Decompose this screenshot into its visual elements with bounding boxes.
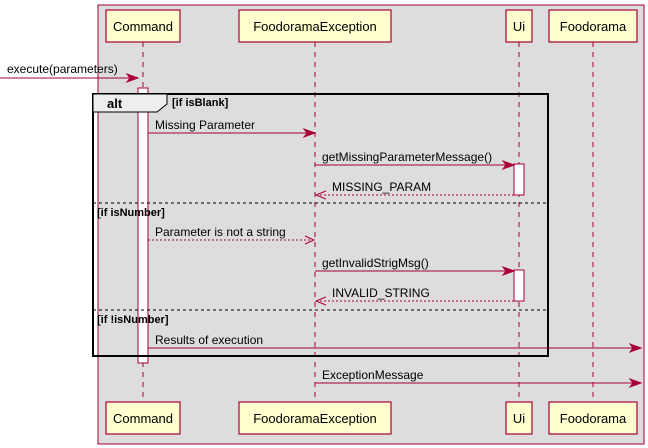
command-activation-bar xyxy=(137,87,149,364)
message-label: Results of execution xyxy=(155,333,263,347)
message-label: getInvalidStrigMsg() xyxy=(322,256,429,270)
ui-activation-bar-2 xyxy=(513,269,525,302)
message-label: Missing Parameter xyxy=(155,118,255,132)
participant-label: FoodoramaException xyxy=(253,411,377,426)
participant-ui-top: Ui xyxy=(505,9,533,43)
participant-command-top: Command xyxy=(105,9,181,43)
participant-label: Foodorama xyxy=(560,411,627,426)
alt-operator: alt xyxy=(107,96,123,111)
message-get-missing-parameter-message: getMissingParameterMessage() xyxy=(315,150,516,171)
message-get-invalid-string-msg: getInvalidStrigMsg() xyxy=(315,256,516,277)
participant-ui-bottom: Ui xyxy=(505,401,533,435)
participant-label: Command xyxy=(113,19,173,34)
participant-label: Command xyxy=(113,411,173,426)
guard-if-not-number: [if !isNumber] xyxy=(97,314,169,326)
alt-label-tab xyxy=(92,93,168,113)
participant-label: Ui xyxy=(513,411,525,426)
ui-activation-bar-1 xyxy=(513,163,525,196)
message-label: MISSING_PARAM xyxy=(332,180,431,194)
participant-label: Ui xyxy=(513,19,525,34)
message-invalid-string-return: INVALID_STRING xyxy=(314,286,514,306)
message-label: ExceptionMessage xyxy=(322,368,424,382)
guard-if-is-number: [if isNumber] xyxy=(97,207,165,219)
message-label: execute(parameters) xyxy=(7,62,118,76)
participant-label: FoodoramaException xyxy=(253,19,377,34)
message-exception-message: ExceptionMessage xyxy=(315,368,643,389)
participant-command-bottom: Command xyxy=(105,401,181,435)
message-label: getMissingParameterMessage() xyxy=(322,150,492,164)
message-label: Parameter is not a string xyxy=(155,225,286,239)
participant-exception-top: FoodoramaException xyxy=(238,9,392,43)
message-missing-parameter: Missing Parameter xyxy=(148,118,317,139)
participant-foodorama-top: Foodorama xyxy=(548,9,638,43)
message-execute: execute(parameters) xyxy=(0,62,140,84)
message-not-a-string: Parameter is not a string xyxy=(148,225,316,245)
message-label: INVALID_STRING xyxy=(332,286,430,300)
message-missing-param-return: MISSING_PARAM xyxy=(314,180,514,200)
guard-if-is-blank: [if isBlank] xyxy=(172,97,229,109)
participant-foodorama-bottom: Foodorama xyxy=(548,401,638,435)
participant-label: Foodorama xyxy=(560,19,627,34)
alt-fragment: alt [if isBlank] [if isNumber] [if !isNu… xyxy=(92,93,549,357)
participant-exception-bottom: FoodoramaException xyxy=(238,401,392,435)
boundary-box xyxy=(97,4,645,445)
message-results-of-execution: Results of execution xyxy=(148,333,643,354)
